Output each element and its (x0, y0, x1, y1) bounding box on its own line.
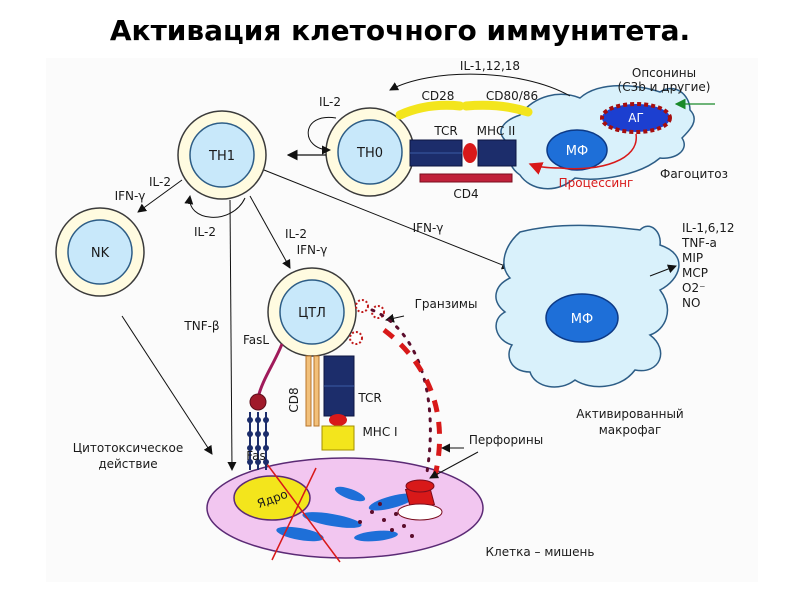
cytotoxic-label-2: действие (98, 457, 157, 471)
perforin-path (382, 328, 443, 481)
tcr-top-label: TCR (433, 124, 457, 138)
nk-to-target-arrow (121, 315, 213, 455)
perforin-pore (397, 479, 443, 521)
cytokine-item: MCP (682, 266, 708, 280)
fas-beads (247, 417, 269, 465)
ifng-nk-label: IFN-γ (115, 189, 146, 203)
tcr-ctl-label: TCR (357, 391, 381, 405)
cd28-label: CD28 (422, 89, 455, 103)
il2-th0-loop (307, 116, 337, 155)
organelle (276, 526, 324, 542)
slide-title: Активация клеточного иммунитета. (109, 14, 691, 47)
cytokine-item: NO (682, 296, 700, 310)
mhc1-label: MHC I (362, 425, 397, 439)
ctl-label: ЦТЛ (298, 306, 326, 321)
il2-loop-label: IL-2 (194, 225, 216, 239)
cytokine-item: MIP (682, 251, 703, 265)
organelle (368, 493, 416, 511)
granzyme-granules (349, 299, 385, 345)
ctl-nucleus (279, 279, 345, 345)
fasl-head (249, 393, 267, 411)
th1-label: TH1 (208, 149, 235, 164)
ifng-ctl-label: IFN-γ (297, 243, 328, 257)
cytokine-list: IL-1,6,12 TNF-a MIP MCP O2⁻ NO (681, 221, 735, 310)
cd4-label: CD4 (453, 187, 478, 201)
antigen-label: АГ (628, 111, 644, 125)
granzyme-path (370, 308, 432, 480)
processing-label: Процессинг (559, 176, 634, 190)
nk-nucleus (67, 219, 133, 285)
tnf-b-label: TNF-β (183, 319, 219, 333)
il1-12-18-arrow (389, 73, 571, 97)
cytokine-arrow (649, 264, 677, 277)
il1-12-18-label: IL-1,12,18 (460, 59, 520, 73)
th1-to-mf-arrow (263, 169, 511, 270)
perforins-label: Перфорины (469, 433, 543, 447)
processing-arrow (528, 133, 637, 175)
organelle (302, 512, 362, 528)
th1-nucleus (189, 122, 255, 188)
cd80-86-label: CD80/86 (486, 89, 538, 103)
antigen-peptide (463, 143, 477, 163)
cd4-bar (419, 173, 513, 183)
mf-top-label: МФ (566, 144, 588, 159)
activated-mf-label-1: Активированный (576, 407, 683, 421)
fasl-stem (256, 343, 284, 399)
cytokine-item: O2⁻ (682, 281, 705, 295)
th0-nucleus (337, 119, 403, 185)
il2-nk-label: IL-2 (149, 175, 171, 189)
target-nucleus (233, 475, 311, 521)
fas-label: Fas (246, 449, 265, 463)
cytotoxic-label-1: Цитотоксическое (73, 441, 183, 455)
th1-to-ctl-arrow (249, 195, 291, 269)
cd28-bar (395, 100, 465, 120)
organelle (334, 486, 366, 502)
mhc2-complex (477, 139, 517, 167)
opsonins-label-1: Опсонины (632, 66, 696, 80)
cytokine-item: IL-1,6,12 (682, 221, 735, 235)
target-cell-label: Клетка – мишень (486, 545, 595, 559)
cd80-bar (461, 100, 533, 117)
il2-th0-label: IL-2 (319, 95, 341, 109)
perforins-pointer-2 (429, 451, 479, 479)
ifng-mf-label: IFN-γ (413, 221, 444, 235)
mhc1-complex (321, 425, 355, 451)
granzymes-label: Гранзимы (415, 297, 478, 311)
antigen-peptide-ctl (329, 414, 347, 426)
il2-ctl-label: IL-2 (285, 227, 307, 241)
cd8-bar-1 (305, 355, 312, 427)
th1-to-nk-arrow (137, 179, 183, 213)
cytokine-item: TNF-a (681, 236, 717, 250)
cd8-bar-2 (313, 355, 320, 427)
cd8-label: CD8 (287, 387, 301, 412)
mf-bottom-label: МФ (571, 312, 593, 327)
activated-mf-label-2: макрофаг (599, 423, 662, 437)
organelle (354, 530, 398, 542)
opsonins-label-2: (C3b и другие) (618, 80, 711, 94)
fasl-label: FasL (243, 333, 269, 347)
macrophage-top-nucleus (546, 129, 608, 171)
nk-label: NK (91, 246, 110, 261)
apoptosis-line (263, 459, 341, 563)
tnf-b-arrow (227, 199, 237, 471)
mhc2-label: MHC II (477, 124, 516, 138)
apoptosis-line (271, 467, 317, 561)
antigen-capsule (600, 102, 672, 134)
th0-label: TH0 (356, 146, 383, 161)
phagocytosis-label: Фагоцитоз (660, 167, 728, 181)
activated-macrophage-nucleus (545, 293, 619, 343)
granzyme-dots-target (358, 502, 414, 538)
il2-th1-loop (184, 195, 246, 218)
